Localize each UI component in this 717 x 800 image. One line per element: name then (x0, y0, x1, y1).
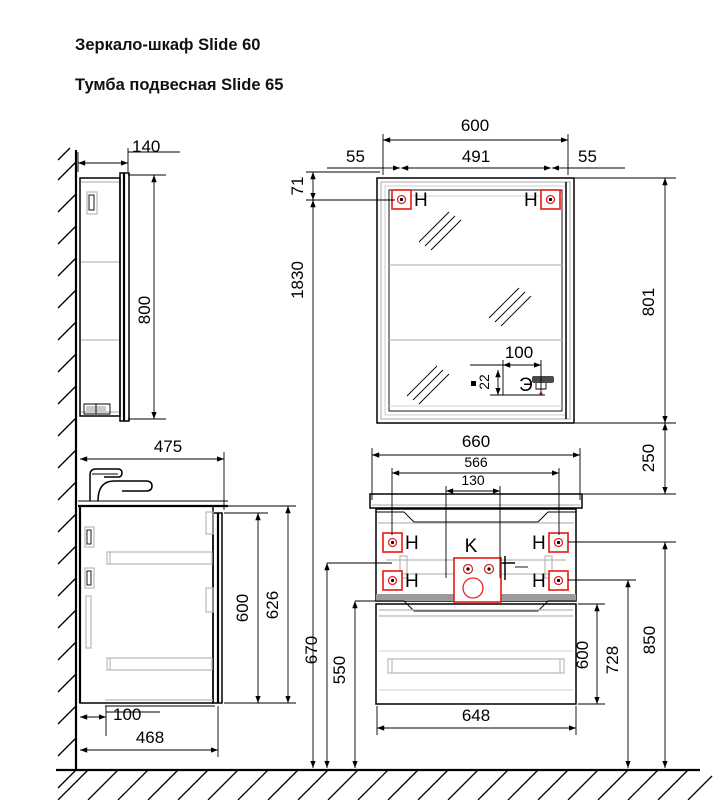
dim-vanity-front-width: 648 (376, 706, 577, 735)
dim-value-130: 130 (461, 472, 485, 488)
dim-value-728: 728 (603, 646, 622, 674)
dim-value-1830: 1830 (288, 261, 307, 299)
dim-value-550: 550 (330, 656, 349, 684)
mount-label-h3: H (405, 533, 419, 554)
dim-vanity-mount-span: 566 (391, 454, 560, 535)
dim-value-626: 626 (263, 591, 282, 619)
page-title-line2: Тумба подвесная Slide 65 (75, 76, 283, 94)
wall-section (57, 147, 78, 789)
dim-mirror-mount-span: 491 (401, 147, 551, 171)
dim-value-600-front: 600 (573, 641, 592, 669)
dim-value-800: 800 (135, 296, 154, 324)
floor-section (56, 768, 713, 800)
mirror-mount-left: H (391, 189, 428, 211)
dim-value-100-base: 100 (113, 705, 141, 724)
mirror-cabinet-side-view (79, 172, 130, 422)
mount-label-h2: H (524, 190, 538, 211)
dim-vanity-mount-high: 850 (568, 541, 676, 768)
vanity-mount-upper-right: H (532, 532, 569, 554)
vanity-side-view (78, 468, 228, 707)
mount-label-h4: H (532, 533, 546, 554)
dim-vanity-side-height: 600 (224, 512, 268, 704)
dim-vanity-top-width: 660 (371, 432, 581, 500)
dim-value-71: 71 (288, 177, 307, 196)
dim-mirror-edge-right: 55 (552, 147, 625, 171)
dim-value-850: 850 (640, 626, 659, 654)
dim-value-22: 22 (476, 374, 492, 390)
mount-label-h6: H (532, 571, 546, 592)
dim-gap-mirror-vanity: 250 (583, 423, 676, 495)
dim-value-100-outlet: 100 (505, 343, 533, 362)
mount-label-h1: H (414, 190, 428, 211)
dim-mount-lower-height: 550 (330, 600, 378, 768)
faucet-icon (89, 468, 153, 502)
dim-value-140: 140 (132, 137, 160, 156)
dim-mirror-side-depth: 140 (77, 137, 180, 172)
dim-value-55-left: 55 (346, 147, 365, 166)
dim-value-648: 648 (462, 706, 490, 725)
mirror-mount-right: H (524, 189, 561, 211)
dim-value-660: 660 (462, 432, 490, 451)
dim-mirror-floor-height: 1830 (288, 200, 316, 768)
dim-mount-upper-height: 670 (302, 562, 392, 768)
dim-value-566: 566 (464, 454, 488, 470)
mirror-cabinet-front-view (376, 177, 575, 424)
dim-value-600: 600 (461, 116, 489, 135)
dim-vanity-side-depth: 475 (80, 437, 225, 510)
dim-mirror-side-height: 800 (128, 174, 166, 420)
dim-mirror-height: 801 (575, 177, 676, 424)
dim-mirror-edge-left: 55 (327, 147, 400, 171)
electric-label: Э (519, 375, 533, 396)
mount-label-h5: H (405, 571, 419, 592)
dim-vanity-side-base-total: 468 (80, 706, 219, 757)
vanity-mount-lower-left: H (382, 570, 419, 592)
dim-outlet-offset-x: 100 (470, 343, 542, 395)
vanity-mount-upper-left: H (382, 532, 419, 554)
dim-vanity-side-base: 100 (80, 705, 160, 736)
dim-mirror-top-offset: 71 (288, 171, 395, 201)
dim-value-600-side: 600 (233, 594, 252, 622)
page-title-line1: Зеркало-шкаф Slide 60 (75, 36, 260, 54)
dim-value-250: 250 (639, 444, 658, 472)
vanity-mount-lower-right: H (532, 570, 569, 592)
dim-value-801: 801 (639, 288, 658, 316)
dim-outlet-offset-y: 22 (476, 370, 545, 396)
dim-vanity-side-height-total: 626 (228, 505, 296, 704)
plumbing-connection-marker: K (453, 536, 502, 603)
dim-mirror-width-total: 600 (382, 116, 569, 175)
dim-vanity-body-height: 600 (573, 603, 605, 705)
dim-value-491: 491 (462, 147, 490, 166)
dim-value-468: 468 (136, 728, 164, 747)
dim-value-55-right: 55 (578, 147, 597, 166)
dim-value-475: 475 (154, 437, 182, 456)
plumbing-label: K (465, 536, 478, 557)
dim-value-670: 670 (302, 636, 321, 664)
dim-vanity-mount-low: 728 (568, 579, 636, 768)
dim-vanity-center-span: 130 (445, 472, 501, 578)
